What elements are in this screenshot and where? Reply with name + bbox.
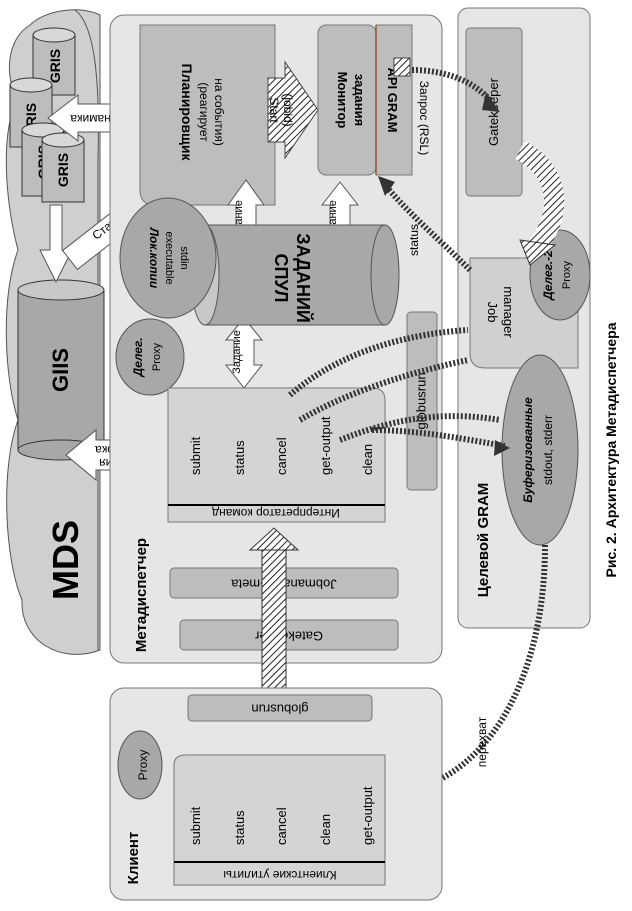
scheduler-box[interactable]: Планировщик (реагирует на события): [139, 24, 276, 206]
lokcopy-label: stdin: [178, 246, 190, 269]
job-manager-label: manager: [501, 286, 516, 338]
gris-label: GRIS: [55, 153, 71, 187]
buffered-label: stdout, stderr: [541, 415, 555, 485]
delegation-label: Делег.: [131, 337, 145, 377]
intercept-label: перехват: [475, 716, 489, 767]
interpreter-title: Интерпретатор команд: [212, 506, 340, 520]
api-port-square: [393, 57, 411, 77]
client-utilities[interactable]: Клиентские утилиты submit status cancel …: [173, 754, 386, 886]
spool-title: СПУЛ: [271, 253, 291, 302]
metadispatcher-panel: Метадиспетчер Планировщик (реагирует на …: [109, 14, 443, 664]
command-get-output[interactable]: get-output: [318, 416, 333, 475]
delegation2-label: Делег.-2: [541, 250, 555, 301]
meta-globusrun-bar[interactable]: globusrun: [406, 311, 438, 491]
client-command-get-output[interactable]: get-output: [360, 786, 375, 845]
monitor-title: задания: [352, 74, 367, 126]
target-gatekeeper[interactable]: Gatekeeper: [465, 27, 523, 197]
client-command-submit[interactable]: submit: [188, 806, 203, 845]
hatched-connections: status: [288, 67, 565, 802]
api-gram-label: API GRAM: [385, 68, 400, 133]
command-submit[interactable]: submit: [188, 436, 203, 475]
client-title: Клиент: [125, 832, 142, 885]
job-manager-label: Job: [485, 302, 500, 323]
spool-title: ЗАДАНИЙ: [293, 233, 314, 323]
client-panel: Клиент globusrun Proxy Клиентские утилит…: [109, 687, 443, 901]
status-label: status: [407, 224, 421, 256]
client-command-status[interactable]: status: [232, 810, 247, 845]
command-status[interactable]: status: [232, 440, 247, 475]
command-cancel[interactable]: cancel: [274, 437, 289, 475]
client-command-clean[interactable]: clean: [318, 814, 333, 845]
buffered-label: Буферизованные: [521, 397, 535, 503]
lokcopy-label: executable: [163, 231, 175, 284]
command-clean[interactable]: clean: [360, 444, 375, 475]
client-globusrun-bar[interactable]: globusrun: [187, 694, 373, 722]
gris-cylinder: GRIS: [41, 132, 85, 203]
giis-label: GIIS: [48, 348, 73, 392]
local-copies[interactable]: Лок.копии executable stdin: [119, 197, 217, 319]
delegation-proxy[interactable]: Делег. Proxy: [115, 318, 185, 396]
scheduler-title: Планировщик: [179, 64, 195, 162]
gris-label: GRIS: [47, 49, 63, 83]
buffered-output[interactable]: Буферизованные stdout, stderr: [501, 354, 579, 546]
scheduler-line: (реагирует: [197, 82, 211, 142]
client-proxy-label: Proxy: [136, 750, 150, 781]
client-proxy[interactable]: Proxy: [117, 730, 163, 800]
request-label: Запрос (RSL): [417, 81, 431, 155]
client-command-cancel[interactable]: cancel: [274, 807, 289, 845]
scheduler-line: на события): [212, 78, 226, 146]
command-interpreter[interactable]: Интерпретатор команд submit status cance…: [167, 387, 386, 523]
gatekeeper-bar[interactable]: Gatekeeper: [179, 619, 399, 651]
lokcopy-label: Лок.копии: [147, 227, 161, 289]
target-gatekeeper-label: Gatekeeper: [486, 77, 501, 146]
task-arrow-spool: Задание: [224, 317, 264, 389]
start-label: Start: [267, 97, 281, 123]
job-spool[interactable]: СПУЛ ЗАДАНИЙ: [190, 224, 400, 326]
client-globusrun-label: globusrun: [251, 702, 308, 717]
giis-cylinder: GIIS: [17, 279, 105, 461]
metadispatcher-title: Метадиспетчер: [133, 538, 150, 652]
mds-label: MDS: [45, 520, 86, 600]
meta-globusrun-label: globusrun: [413, 372, 428, 429]
utilities-title: Клиентские утилиты: [223, 868, 336, 882]
start-arrow: Start (jobid): [267, 60, 319, 160]
job-monitor-box[interactable]: Монитор задания API GRAM: [317, 24, 413, 176]
target-gram-title: Целевой GRAM: [475, 483, 492, 598]
delegation2-label: Proxy: [561, 260, 573, 289]
task-label: Задание: [231, 330, 243, 374]
gris-cylinder: GRIS: [32, 27, 76, 96]
start-label: (jobid): [281, 93, 295, 126]
figure-caption: Рис. 2. Архитектура Метадиспетчера: [603, 322, 619, 577]
gris-giis-arrow: [39, 204, 73, 284]
monitor-title: Монитор: [335, 72, 350, 129]
target-gram-panel: Целевой GRAM Gatekeeper Job manager Деле…: [457, 7, 591, 629]
delegation-label: Proxy: [151, 342, 163, 371]
